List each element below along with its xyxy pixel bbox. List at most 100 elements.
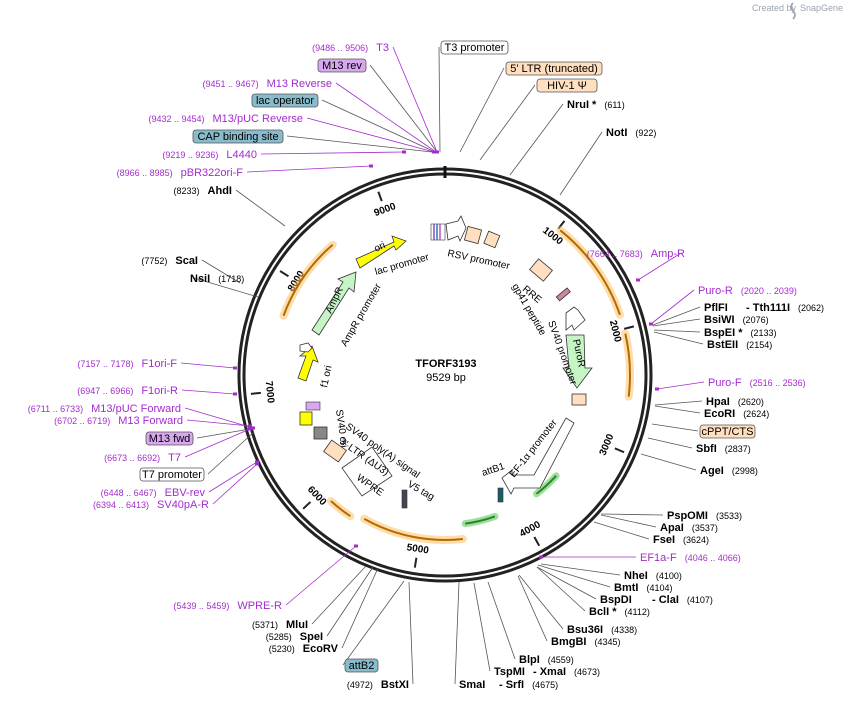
label-text: - XmaI(4673) (533, 666, 600, 678)
map-label: HIV-1 Ψ (536, 78, 598, 93)
map-label: Bsu36I(4338) (567, 624, 637, 636)
map-label: ApaI(3537) (660, 522, 718, 534)
leader-line (652, 318, 701, 327)
leader-line (285, 545, 357, 606)
map-label: (5285)SpeI (266, 631, 323, 643)
map-label: TspMI (494, 666, 525, 678)
leader-line (656, 381, 705, 390)
map-label: SmaI (459, 679, 485, 691)
map-label: 5' LTR (truncated) (505, 61, 603, 76)
map-label: (9432 .. 9454)M13/pUC Reverse (148, 113, 303, 125)
orange-arc-6-core (330, 500, 351, 518)
map-label: Puro-F(2516 .. 2536) (708, 377, 806, 389)
leader-line (640, 453, 697, 471)
label-text: BsiWI(2076) (704, 314, 769, 326)
label-text: - SrfI(4675) (499, 679, 558, 691)
label-text: EF1a-F(4046 .. 4066) (640, 552, 741, 564)
label-text: (9432 .. 9454)M13/pUC Reverse (148, 113, 303, 125)
map-label: T3 promoter (440, 40, 509, 55)
psi-box (483, 230, 501, 249)
label-text: PflFI (704, 302, 728, 314)
feature-box (344, 658, 379, 673)
primer-mark (255, 460, 259, 464)
leader-line (207, 431, 255, 475)
label-text: (6448 .. 6467)EBV-rev (101, 487, 206, 499)
label-text: (7752)ScaI (141, 255, 198, 267)
map-label: BmgBI(4345) (551, 636, 620, 648)
ori-arrow (355, 235, 407, 269)
svg-text:SV40 ori: SV40 ori (333, 409, 349, 449)
rsv-promoter-arrow (445, 215, 467, 243)
map-label: (6711 .. 6733)M13/pUC Forward (28, 403, 181, 415)
map-label: EF1a-F(4046 .. 4066) (640, 552, 741, 564)
5ltr-box (463, 225, 483, 245)
sv40-promoter-arrow (565, 306, 586, 331)
map-label: Puro-R(2020 .. 2039) (698, 285, 797, 297)
map-label: NruI *(611) (567, 99, 625, 111)
map-label: lac operator (251, 93, 319, 108)
label-text: BstEII(2154) (707, 339, 772, 351)
label-text: (9486 .. 9506)T3 (312, 42, 389, 54)
lac-op-marks (430, 223, 446, 241)
map-label: (9219 .. 9236)L4440 (162, 149, 257, 161)
feature-box (145, 431, 194, 446)
map-label: - ClaI(4107) (652, 594, 713, 606)
map-label: BmtI(4104) (614, 582, 672, 594)
leader-line (311, 565, 367, 625)
label-text: (7157 .. 7178)F1ori-F (78, 358, 178, 370)
map-label: (5371)MluI (252, 619, 308, 631)
label-text: BmgBI(4345) (551, 636, 620, 648)
feature-box-label: cPPT/CTS (702, 426, 754, 438)
ampr-promoter-arrow (299, 342, 313, 353)
svg-text:f1 ori: f1 ori (319, 365, 334, 389)
label-text: PspOMI(3533) (667, 510, 742, 522)
label-text: (8966 .. 8985)pBR322ori-F (117, 167, 244, 179)
leader-line (593, 521, 650, 540)
leader-line (369, 64, 438, 153)
tick-label: 5000 (406, 542, 430, 556)
tick-mark (614, 447, 625, 454)
feature-box (251, 93, 319, 108)
label-text: Puro-R(2020 .. 2039) (698, 285, 797, 297)
primer-mark (402, 150, 406, 154)
label-text: ApaI(3537) (660, 522, 718, 534)
leader-line (651, 423, 699, 432)
leader-line (652, 306, 701, 326)
map-label: (9486 .. 9506)T3 (312, 42, 389, 54)
tick-mark (377, 191, 383, 202)
label-text: (6947 .. 6966)F1ori-R (77, 385, 178, 397)
label-text: SmaI (459, 679, 485, 691)
leader-line (653, 329, 701, 333)
feature-box-label: M13 fwd (149, 433, 191, 445)
label-text: (9219 .. 9236)L4440 (162, 149, 257, 161)
label-text: BspEI *(2133) (704, 327, 777, 339)
label-text: (6394 .. 6413)SV40pA-R (93, 499, 209, 511)
feature-arcs (279, 226, 634, 544)
primer-mark (432, 150, 436, 154)
primer-mark (248, 427, 252, 431)
leader-line (193, 277, 259, 298)
map-label: CAP binding site (192, 129, 284, 144)
label-text: (6711 .. 6733)M13/pUC Forward (28, 403, 181, 415)
map-label: HpaI(2620) (706, 396, 764, 408)
leader-line (286, 135, 433, 153)
leader-line (408, 581, 414, 685)
label-text: TspMI (494, 666, 525, 678)
label-text: BlpI(4559) (519, 654, 574, 666)
plasmid-length: 9529 bp (426, 372, 466, 384)
tick-label: 4000 (518, 519, 543, 540)
feature-box-label: HIV-1 Ψ (547, 80, 587, 92)
tick-mark (533, 536, 541, 547)
label-text: NheI(4100) (624, 570, 682, 582)
leader-line (184, 407, 254, 429)
feature-box (139, 467, 205, 482)
feature-box (317, 58, 367, 73)
leader-line (653, 331, 704, 345)
label-text: SbfI(2837) (696, 443, 751, 455)
brand-text: SnapGene (800, 3, 843, 13)
label-text: (6673 .. 6692)T7 (104, 452, 181, 464)
tick-label: 7000 (263, 380, 276, 404)
tick-label: 2000 (607, 319, 623, 344)
feature-box-label: M13 rev (322, 60, 362, 72)
